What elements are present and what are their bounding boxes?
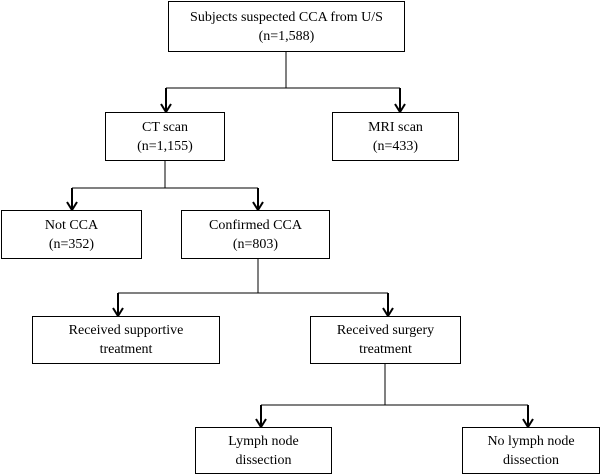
- node-subjects-suspected: Subjects suspected CCA from U/S (n=1,588…: [168, 1, 405, 52]
- node-label: CT scan: [141, 119, 188, 135]
- node-label: Lymph node: [228, 433, 299, 449]
- node-count: (n=352): [48, 236, 95, 252]
- node-label: Received supportive: [68, 323, 184, 338]
- node-label-2: treatment: [359, 342, 412, 357]
- node-not-cca: Not CCA (n=352): [1, 210, 142, 259]
- node-count: (n=1,588): [258, 28, 315, 44]
- node-confirmed-cca: Confirmed CCA (n=803): [181, 210, 330, 259]
- node-no-lymph-node-dissection: No lymph node dissection: [462, 427, 600, 474]
- node-label-2: dissection: [235, 452, 292, 468]
- node-count: (n=433): [372, 138, 419, 154]
- node-ct-scan: CT scan (n=1,155): [105, 112, 225, 161]
- node-label: Not CCA: [44, 217, 99, 233]
- node-received-supportive: Received supportive treatment: [32, 316, 220, 364]
- node-label: Subjects suspected CCA from U/S: [190, 9, 383, 25]
- node-label: MRI scan: [368, 119, 423, 135]
- node-label: Received surgery: [336, 323, 435, 338]
- node-count: (n=803): [232, 236, 279, 252]
- node-count: (n=1,155): [137, 138, 193, 154]
- node-label: No lymph node: [487, 433, 575, 449]
- node-label-2: dissection: [503, 452, 559, 468]
- node-mri-scan: MRI scan (n=433): [332, 112, 459, 161]
- node-label: Confirmed CCA: [209, 217, 302, 233]
- node-label-2: treatment: [99, 342, 153, 357]
- node-lymph-node-dissection: Lymph node dissection: [195, 427, 332, 474]
- node-received-surgery: Received surgery treatment: [310, 316, 461, 364]
